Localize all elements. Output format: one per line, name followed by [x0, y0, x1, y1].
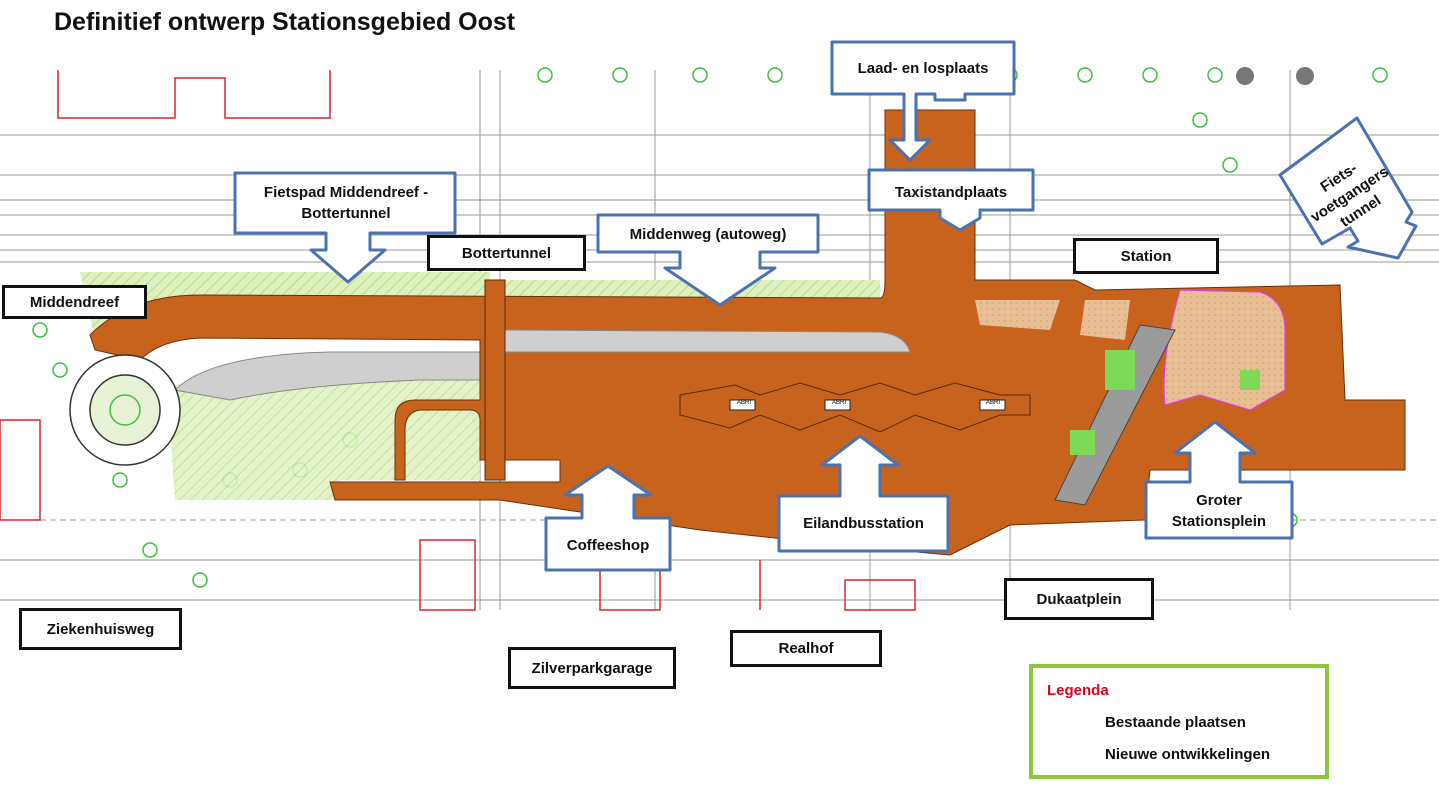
legend: Legenda Bestaande plaatsen Nieuwe ontwik… — [1029, 664, 1329, 779]
label-realhof: Realhof — [730, 630, 882, 667]
bottertunnel-road — [484, 279, 506, 481]
callout-shapes — [233, 40, 1418, 572]
station-plaza — [975, 289, 1286, 506]
callout-taxistandplaats-shape — [867, 168, 1035, 232]
abri-label: ABRI — [736, 400, 751, 406]
callout-middenweg-shape — [596, 213, 820, 307]
label-coffeeshop: Coffeeshop — [566, 536, 650, 554]
label-middendreef: Middendreef — [2, 285, 147, 319]
callout-fietspad-shape — [233, 171, 457, 284]
callout-coffeeshop-shape — [544, 464, 672, 572]
label-zilverparkgarage: Zilverparkgarage — [508, 647, 676, 689]
label-ziekenhuisweg: Ziekenhuisweg — [19, 608, 182, 650]
dark-trees — [1236, 67, 1314, 85]
label-laad-losplaats: Laad- en losplaats — [857, 59, 989, 77]
page-title: Definitief ontwerp Stationsgebied Oost — [54, 8, 516, 36]
callout-eilandbusstation-shape — [777, 434, 950, 553]
abri-label: ABRI — [831, 400, 846, 406]
callout-laad-losplaats-shape — [830, 40, 1016, 162]
callout-tunnel-shape — [1278, 116, 1418, 260]
label-dukaatplein: Dukaatplein — [1004, 578, 1154, 620]
label-station: Station — [1073, 238, 1219, 274]
label-groter-stationsplein: Groter Stationsplein — [1171, 492, 1267, 530]
inner-road-lane — [504, 329, 911, 353]
abri-label: ABRI — [985, 400, 1000, 406]
label-taxistandplaats: Taxistandplaats — [894, 183, 1008, 201]
label-middenweg: Middenweg (autoweg) — [629, 225, 787, 243]
label-eilandbusstation: Eilandbusstation — [803, 514, 924, 532]
label-bottertunnel: Bottertunnel — [427, 235, 586, 271]
callout-stationsplein-shape — [1144, 420, 1294, 540]
legend-title: Legenda — [1047, 682, 1109, 699]
label-fietspad: Fietspad Middendreef - Bottertunnel — [263, 184, 429, 222]
legend-existing-label: Bestaande plaatsen — [1105, 714, 1246, 731]
roundabout — [69, 354, 181, 466]
legend-new-label: Nieuwe ontwikkelingen — [1105, 746, 1271, 763]
bus-island — [679, 382, 1031, 433]
